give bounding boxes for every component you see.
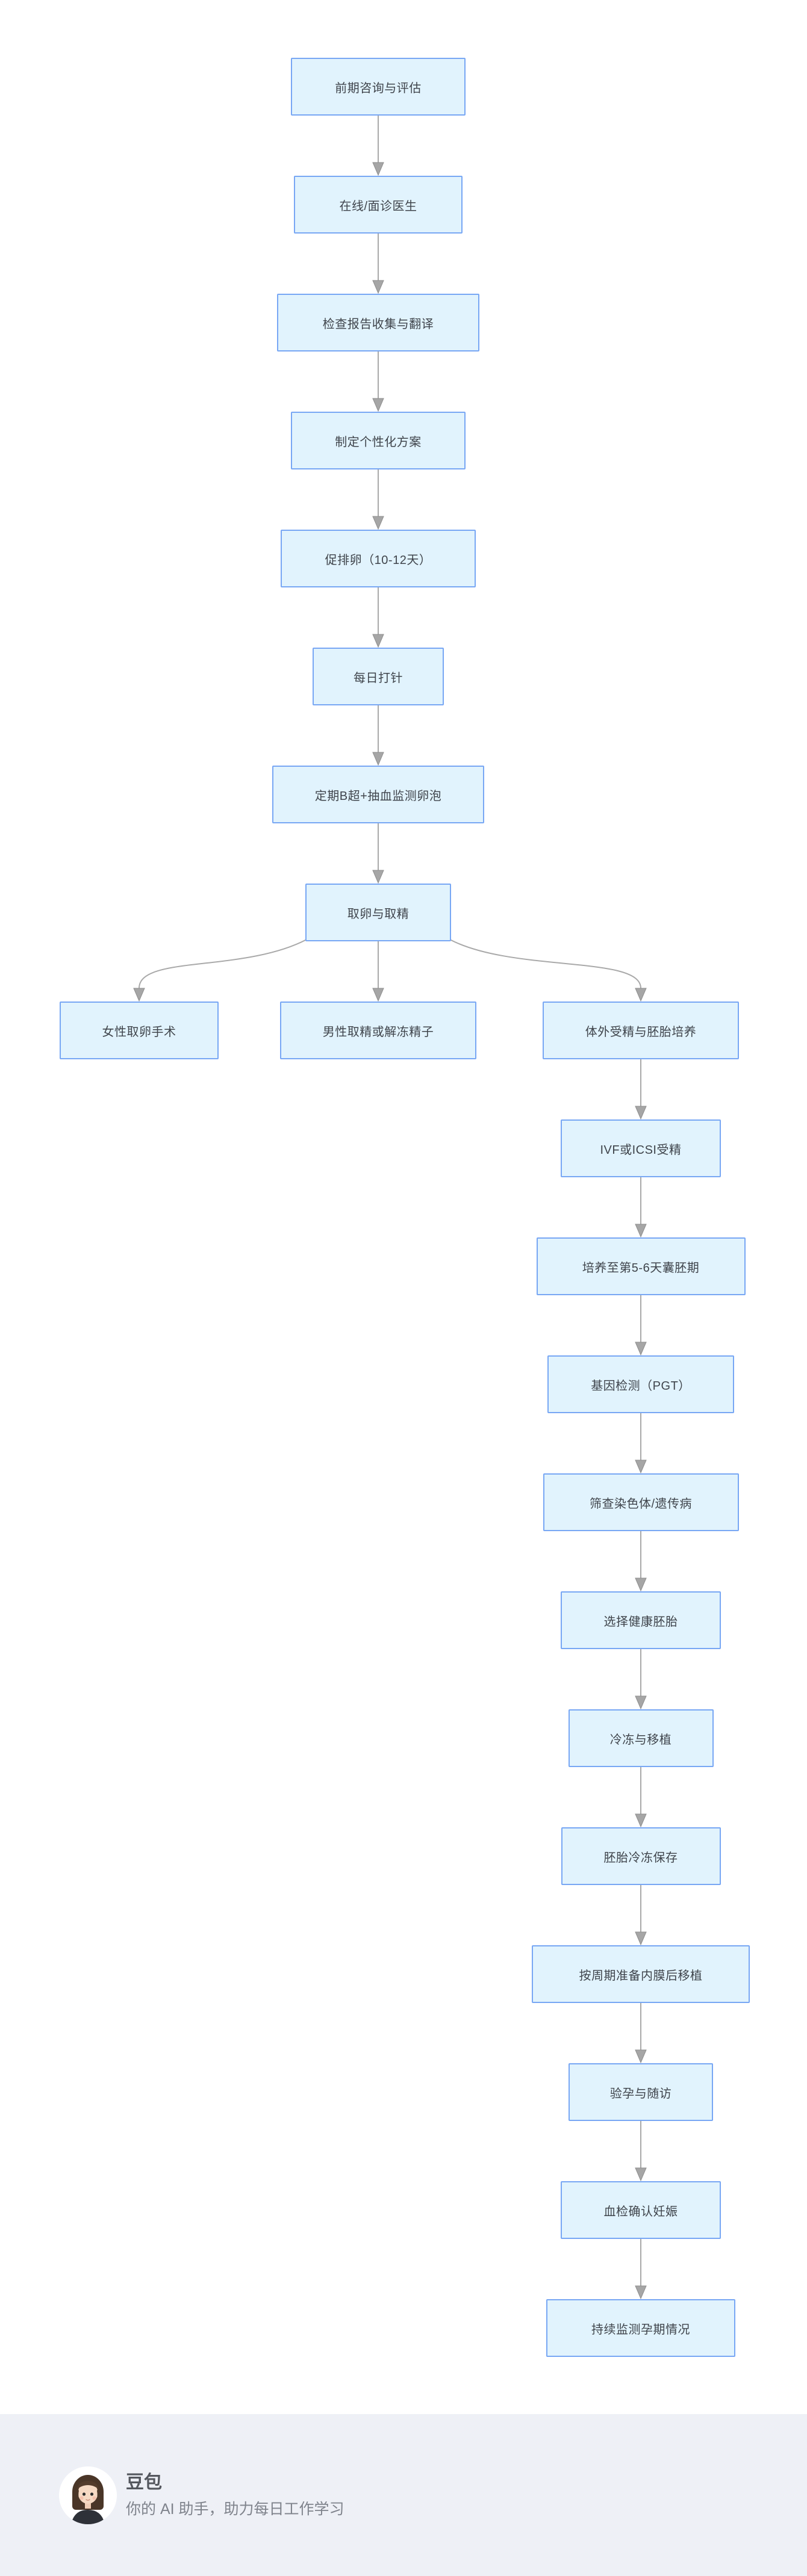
flow-node-label: 筛查染色体/遗传病 xyxy=(589,1497,693,1511)
flow-node-nA: 女性取卵手术 xyxy=(60,1002,219,1059)
arrowhead-icon xyxy=(372,162,384,176)
girl-avatar-illustration xyxy=(59,2466,117,2524)
arrowhead-icon xyxy=(635,988,647,1002)
flow-node-label: 女性取卵手术 xyxy=(102,1025,176,1039)
flow-node-n1: 前期咨询与评估 xyxy=(291,58,466,116)
flow-node-n12: 筛查染色体/遗传病 xyxy=(543,1473,739,1531)
flow-node-n5: 促排卵（10-12天） xyxy=(281,530,476,587)
flow-node-n2: 在线/面诊医生 xyxy=(294,176,463,234)
flow-node-n10: 培养至第5-6天囊胚期 xyxy=(536,1237,746,1295)
arrowhead-icon xyxy=(372,398,384,412)
arrowhead-icon xyxy=(635,1342,647,1356)
flow-node-nB: 男性取精或解冻精子 xyxy=(280,1002,476,1059)
flow-node-n6: 每日打针 xyxy=(313,648,444,705)
flow-node-label: 培养至第5-6天囊胚期 xyxy=(582,1261,700,1275)
flow-node-label: 取卵与取精 xyxy=(347,907,410,921)
arrowhead-icon xyxy=(133,988,145,1002)
doubao-footer: 豆包 你的 AI 助手，助力每日工作学习 xyxy=(0,2414,807,2576)
flow-node-label: 每日打针 xyxy=(354,671,403,685)
arrowhead-icon xyxy=(635,1106,647,1120)
flow-node-n14: 冷冻与移植 xyxy=(568,1709,714,1767)
flow-edge xyxy=(449,939,641,989)
arrowhead-icon xyxy=(635,1460,647,1474)
doubao-avatar-icon xyxy=(59,2466,117,2524)
arrowhead-icon xyxy=(635,2285,647,2300)
flow-node-n19: 持续监测孕期情况 xyxy=(546,2299,735,2357)
arrowhead-icon xyxy=(635,1813,647,1828)
flow-node-n3: 检查报告收集与翻译 xyxy=(277,294,479,351)
flow-node-label: 在线/面诊医生 xyxy=(339,199,417,213)
flow-node-n9: IVF或ICSI受精 xyxy=(561,1119,721,1177)
arrowhead-icon xyxy=(372,988,384,1002)
flow-node-label: 验孕与随访 xyxy=(609,2087,672,2101)
arrowhead-icon xyxy=(372,870,384,884)
flow-node-n13: 选择健康胚胎 xyxy=(561,1591,721,1649)
flow-node-label: 胚胎冷冻保存 xyxy=(603,1851,678,1865)
flow-node-n18: 血检确认妊娠 xyxy=(561,2181,721,2239)
flow-node-n17: 验孕与随访 xyxy=(569,2063,713,2121)
brand-title: 豆包 xyxy=(126,2472,162,2492)
flow-node-n7: 定期B超+抽血监测卵泡 xyxy=(272,766,484,823)
flow-node-label: 制定个性化方案 xyxy=(335,435,422,449)
flow-node-nC: 体外受精与胚胎培养 xyxy=(543,1002,739,1059)
flow-node-label: 按周期准备内膜后移植 xyxy=(579,1969,703,1983)
arrowhead-icon xyxy=(635,2049,647,2064)
flow-node-label: 促排卵（10-12天） xyxy=(325,553,432,567)
arrowhead-icon xyxy=(635,1931,647,1946)
flow-node-label: 定期B超+抽血监测卵泡 xyxy=(314,789,442,803)
flow-node-n4: 制定个性化方案 xyxy=(291,412,466,469)
flow-node-n11: 基因检测（PGT） xyxy=(547,1355,734,1413)
arrowhead-icon xyxy=(635,2167,647,2182)
flow-node-n15: 胚胎冷冻保存 xyxy=(561,1827,721,1885)
flow-node-n8: 取卵与取精 xyxy=(305,884,451,941)
flow-edge xyxy=(139,939,307,989)
flow-node-label: 持续监测孕期情况 xyxy=(591,2323,690,2336)
arrowhead-icon xyxy=(372,752,384,766)
ivf-flowchart: 前期咨询与评估在线/面诊医生检查报告收集与翻译制定个性化方案促排卵（10-12天… xyxy=(60,58,750,2357)
arrowhead-icon xyxy=(635,1695,647,1710)
arrowhead-icon xyxy=(372,280,384,294)
flow-node-label: 基因检测（PGT） xyxy=(591,1379,691,1393)
flow-node-label: 冷冻与移植 xyxy=(609,1733,672,1747)
flow-connectors xyxy=(133,116,647,2300)
flow-node-label: 体外受精与胚胎培养 xyxy=(585,1025,697,1039)
footer-text-block: 豆包 你的 AI 助手，助力每日工作学习 xyxy=(126,2472,344,2518)
arrowhead-icon xyxy=(372,634,384,648)
flow-node-label: 男性取精或解冻精子 xyxy=(322,1025,434,1039)
arrowhead-icon xyxy=(635,1224,647,1238)
flow-node-n16: 按周期准备内膜后移植 xyxy=(532,1945,750,2003)
brand-tagline: 你的 AI 助手，助力每日工作学习 xyxy=(126,2500,344,2518)
flow-node-label: 检查报告收集与翻译 xyxy=(322,317,434,331)
flow-node-label: 选择健康胚胎 xyxy=(603,1615,678,1629)
flow-node-label: 血检确认妊娠 xyxy=(603,2205,678,2218)
flow-node-label: 前期咨询与评估 xyxy=(335,81,422,95)
arrowhead-icon xyxy=(372,516,384,530)
arrowhead-icon xyxy=(635,1577,647,1592)
flow-node-label: IVF或ICSI受精 xyxy=(600,1143,682,1157)
